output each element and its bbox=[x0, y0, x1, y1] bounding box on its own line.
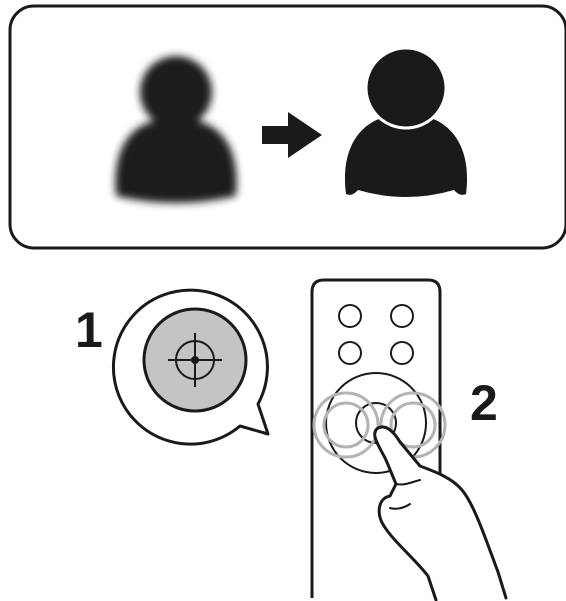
before-after-panel bbox=[10, 6, 566, 248]
focus-bubble bbox=[113, 290, 268, 444]
step-number-1: 1 bbox=[75, 305, 103, 355]
step-number-2: 2 bbox=[470, 378, 498, 428]
